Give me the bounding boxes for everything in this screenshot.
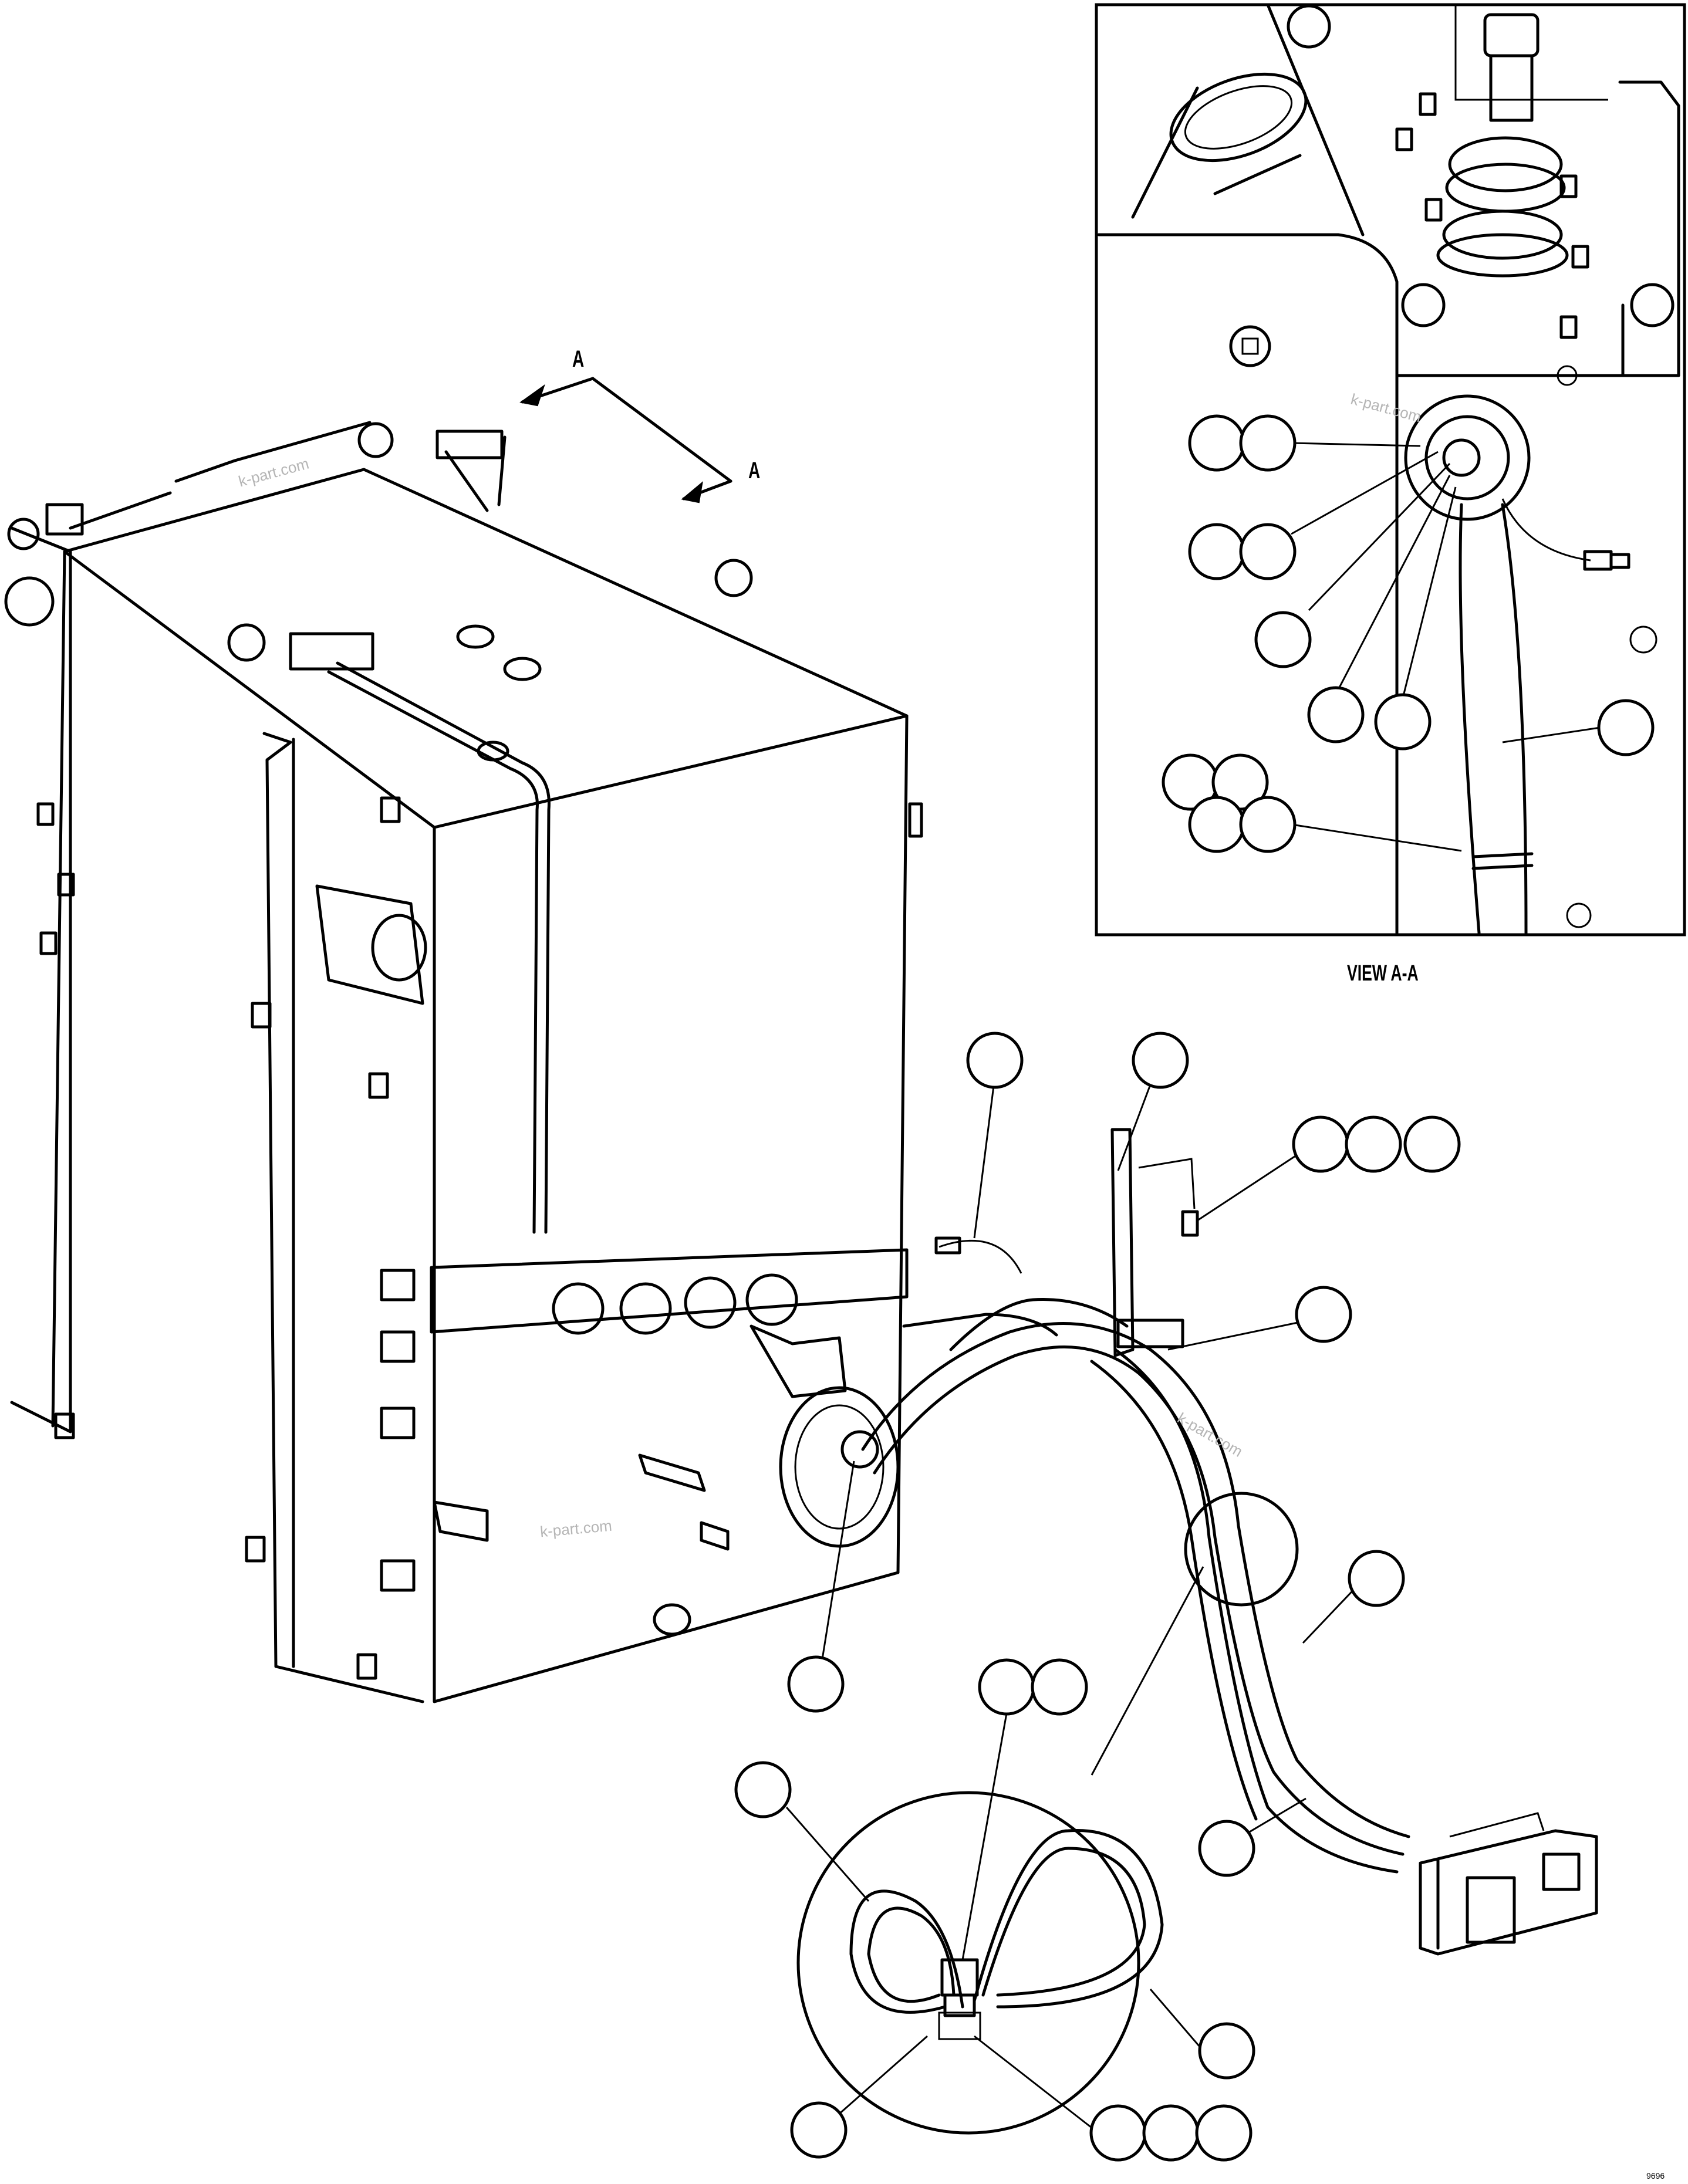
wiring-harness — [818, 1076, 1598, 1956]
callout-bubble-6 — [1307, 686, 1365, 743]
callout-bubble-5 — [1254, 611, 1312, 668]
section-arrow-a-a — [519, 377, 732, 503]
callout-bubble-20 — [787, 1655, 845, 1713]
view-a-a-label: VIEW A-A — [1347, 961, 1419, 986]
callout-bubble-27 — [1089, 2104, 1147, 2162]
callout-bubble-14 — [1132, 1032, 1189, 1089]
callout-bubble-28 — [1142, 2104, 1200, 2162]
section-letter-1: A — [572, 346, 585, 372]
callout-bubble-3 — [1188, 523, 1245, 580]
callout-bubble-17 — [1403, 1115, 1461, 1173]
callout-bubble-15 — [1292, 1115, 1349, 1173]
callout-bubble-1 — [1188, 414, 1245, 472]
callout-bubble-8 — [1597, 699, 1655, 756]
fuel-tank — [4, 421, 923, 1703]
callout-bubble-4 — [1239, 523, 1297, 580]
callout-bubble-19 — [1348, 1550, 1405, 1607]
callout-bubble-2 — [1239, 414, 1297, 472]
callout-bubble-22 — [1031, 1658, 1088, 1716]
callout-bubbles — [734, 414, 1655, 2162]
drawing-code: 9696 — [1646, 2171, 1665, 2180]
callout-bubble-7 — [1374, 693, 1432, 750]
callout-bubble-23 — [734, 1761, 792, 1818]
callout-bubble-13 — [966, 1032, 1024, 1089]
callout-bubble-16 — [1345, 1115, 1402, 1173]
callout-bubble-12 — [1239, 796, 1297, 853]
callout-bubble-18 — [1295, 1286, 1352, 1343]
callout-bubble-25 — [1198, 2022, 1255, 2080]
callout-bubble-29 — [1195, 2104, 1253, 2162]
callout-bubble-11 — [1188, 796, 1245, 853]
section-letter-2: A — [748, 458, 761, 484]
callout-bubble-21 — [978, 1658, 1035, 1716]
callout-bubble-26 — [790, 2101, 848, 2159]
callout-bubble-24 — [1198, 1820, 1255, 1877]
clamp-detail — [785, 1713, 1204, 2135]
